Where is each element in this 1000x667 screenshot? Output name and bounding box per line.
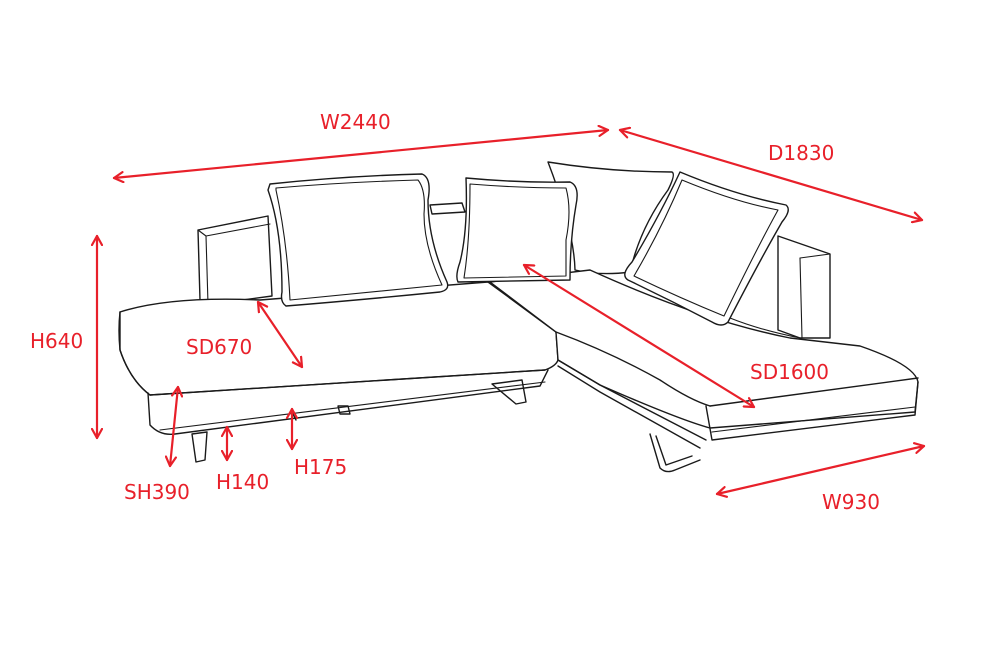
sofa-drawing	[118, 161, 919, 473]
dimension-arrows	[97, 130, 926, 494]
chaise-width-label: W930	[822, 490, 880, 514]
overall-width-arrow	[112, 130, 610, 178]
chaise-width-arrow	[715, 446, 926, 494]
back-rail	[429, 202, 466, 215]
chaise-leg	[649, 433, 701, 473]
overall-depth-arrow	[618, 130, 924, 220]
left-armrest	[197, 215, 273, 306]
height-label: H640	[30, 329, 83, 353]
overall-depth-label: D1830	[768, 141, 834, 165]
pillow-middle	[456, 177, 578, 283]
seat-depth-chaise-label: SD1600	[750, 360, 829, 384]
pillow-left	[267, 173, 449, 307]
leg-height-label: H140	[216, 470, 269, 494]
seat-height-arrow	[170, 385, 178, 468]
seat-depth-left-label: SD670	[186, 335, 252, 359]
frame-height-label: H175	[294, 455, 347, 479]
left-legs	[191, 379, 527, 463]
seat-height-label: SH390	[124, 480, 190, 504]
left-seat	[118, 281, 559, 435]
overall-width-label: W2440	[320, 110, 391, 134]
seat-depth-left-arrow	[256, 300, 304, 369]
seat-depth-chaise-arrow	[522, 263, 756, 409]
right-armrest	[777, 235, 831, 339]
dimension-labels: W2440 D1830 H640 SD670 SD1600 SH390 H140…	[30, 110, 880, 514]
